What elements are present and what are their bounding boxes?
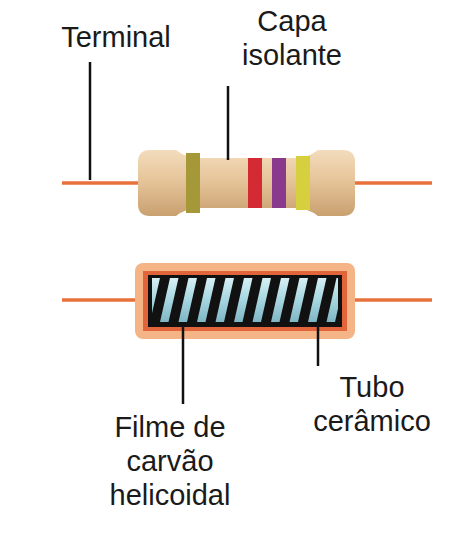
leader-line <box>182 322 185 404</box>
leader-line <box>89 62 92 180</box>
carbon-stripe <box>224 278 244 322</box>
carbon-stripe <box>187 278 207 322</box>
carbon-stripe <box>280 278 300 322</box>
carbon-stripe <box>317 278 337 322</box>
color-band <box>296 156 310 210</box>
insulating-coat <box>138 150 355 216</box>
carbon-stripe <box>169 278 189 322</box>
carbon-stripe <box>335 278 338 322</box>
end-cap-outline <box>143 271 347 331</box>
leader-line <box>317 322 320 366</box>
terminal-lead <box>350 298 432 302</box>
insulating-coat <box>135 263 355 339</box>
part-label: Filme de carvão helicoidal <box>86 410 254 512</box>
part-label: Tubo cerâmico <box>297 370 447 438</box>
resistor-cutaway <box>62 263 432 339</box>
leader-line <box>227 86 230 160</box>
part-label: Terminal <box>36 20 196 54</box>
carbon-stripe <box>261 278 281 322</box>
ceramic-tube <box>152 278 338 322</box>
part-label: Capa isolante <box>208 4 376 72</box>
color-band <box>186 153 200 213</box>
color-band <box>248 158 262 208</box>
carbon-stripe <box>243 278 263 322</box>
terminal-lead <box>350 181 432 185</box>
carbon-stripe <box>206 278 226 322</box>
terminal-lead <box>62 298 140 302</box>
carbon-stripe <box>298 278 318 322</box>
terminal-lead <box>62 181 145 185</box>
resistor-exterior <box>62 150 432 216</box>
color-band <box>272 158 286 208</box>
end-cap <box>148 275 342 327</box>
carbon-film-helix <box>152 278 338 322</box>
carbon-stripe <box>152 278 170 322</box>
